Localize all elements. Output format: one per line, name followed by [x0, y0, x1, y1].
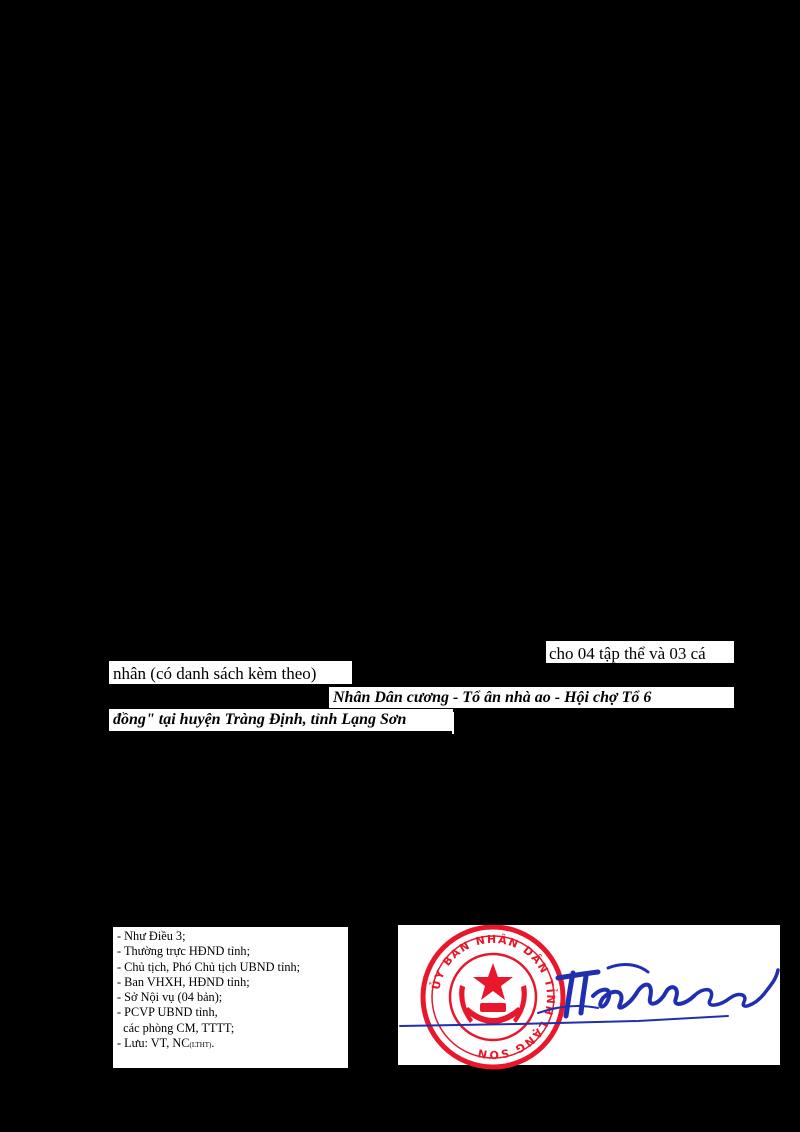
text-strip [109, 661, 352, 684]
official-seal-icon: ỦY BAN NHÂN DÂN TỈNH LẠNG SƠN [420, 925, 566, 1070]
body-line-2: nhân (có danh sách kèm theo) [113, 664, 317, 683]
archive-suffix: . [211, 1036, 215, 1051]
recipient-item: - Ban VHXH, HĐND tỉnh; [117, 974, 250, 989]
recipient-item: - PCVP UBND tỉnh, [117, 1005, 218, 1020]
recipient-item-archive: - Lưu: VT, NC(LTHT). [117, 1036, 300, 1053]
recipient-item: các phòng CM, TTTT; [117, 1020, 235, 1035]
text-caret [452, 712, 454, 734]
recipient-item: - Thường trực HĐND tỉnh; [117, 944, 250, 959]
recipient-item: - Chủ tịch, Phó Chủ tịch UBND tỉnh; [117, 959, 301, 974]
archive-sub: (LTHT) [189, 1041, 212, 1050]
text-strip [329, 687, 734, 708]
recipient-list: - Như Điều 3; - Thường trực HĐND tỉnh; -… [117, 929, 300, 1053]
body-line-1: cho 04 tập thể và 03 cá [549, 644, 706, 663]
recipient-item: - Sở Nội vụ (04 bản); [117, 990, 223, 1005]
body-line-4: đồng" tại huyện Tràng Định, tỉnh Lạng Sơ… [113, 711, 407, 728]
recipients-strip [113, 927, 348, 1068]
recipient-item: - Như Điều 3; [117, 929, 186, 943]
text-strip [109, 709, 453, 731]
signature-icon [399, 963, 780, 1027]
archive-prefix: - Lưu: VT, NC [117, 1036, 190, 1051]
text-strip [546, 641, 734, 663]
body-line-3: Nhân Dân cương - Tổ ân nhà ao - Hội chợ … [333, 689, 652, 706]
